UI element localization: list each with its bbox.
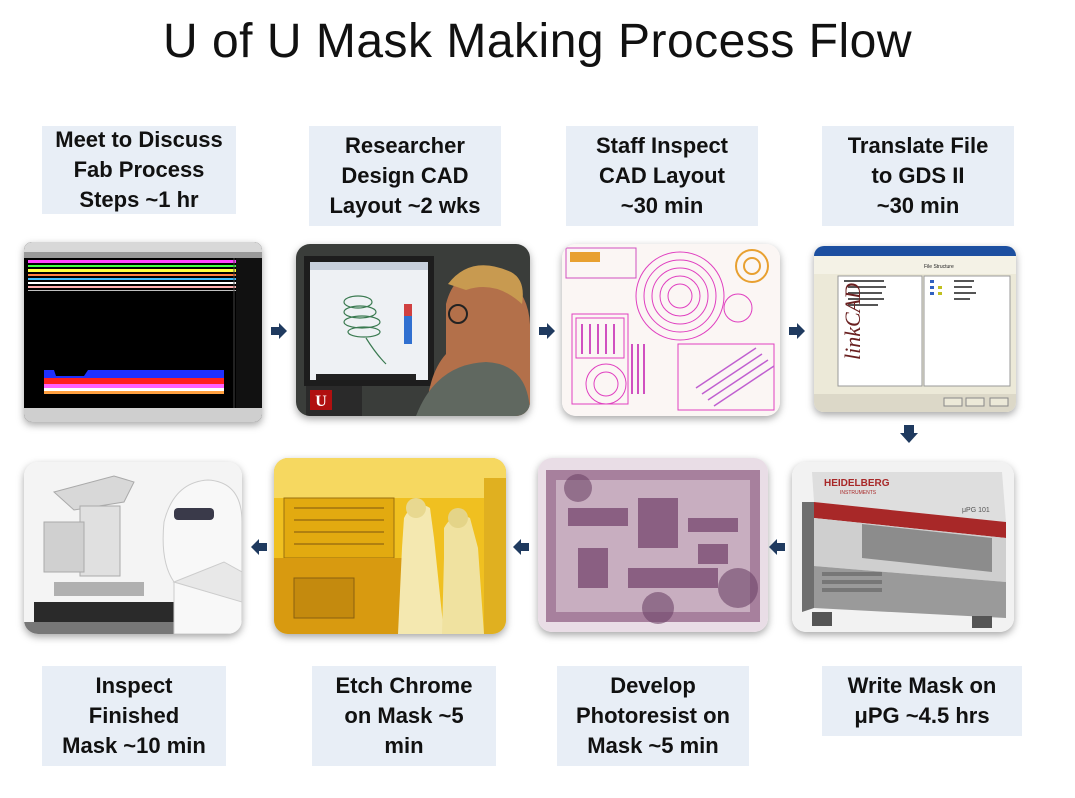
arrow-left-1 xyxy=(768,538,786,556)
page-title: U of U Mask Making Process Flow xyxy=(162,15,913,68)
step-5-label: Write Mask on μPG ~4.5 hrs xyxy=(847,673,997,728)
arrow-right-3 xyxy=(788,322,806,340)
step-3-label: Staff Inspect CAD Layout ~30 min xyxy=(595,133,729,218)
linkcad-software-window: File Structure linkCAD xyxy=(814,246,1016,412)
step-label-design: Researcher Design CAD Layout ~2 wks xyxy=(309,126,501,226)
svg-text:linkCAD: linkCAD xyxy=(840,283,865,360)
arrow-down xyxy=(899,424,919,444)
step-6-label: Develop Photoresist on Mask ~5 min xyxy=(575,673,730,758)
step-label-translate: Translate File to GDS II ~30 min xyxy=(822,126,1014,226)
microscope-inspection-photo xyxy=(24,462,242,634)
arrow-left-3 xyxy=(250,538,268,556)
step-1-label: Meet to Discuss Fab Process Steps ~1 hr xyxy=(55,127,223,212)
step-2-label: Researcher Design CAD Layout ~2 wks xyxy=(329,133,481,218)
developed-photoresist-mask xyxy=(538,458,768,632)
step-label-inspect-finished: Inspect Finished Mask ~10 min xyxy=(42,666,226,766)
arrow-right-2 xyxy=(538,322,556,340)
heidelberg-upg101-machine: HEIDELBERG INSTRUMENTS μPG 101 xyxy=(792,462,1014,632)
step-8-label: Inspect Finished Mask ~10 min xyxy=(62,673,206,758)
step-label-staff-inspect: Staff Inspect CAD Layout ~30 min xyxy=(566,126,758,226)
step-label-meet: Meet to Discuss Fab Process Steps ~1 hr xyxy=(42,126,236,214)
step-label-write: Write Mask on μPG ~4.5 hrs xyxy=(822,666,1022,736)
step-label-develop: Develop Photoresist on Mask ~5 min xyxy=(557,666,749,766)
heidelberg-brand-text: HEIDELBERG xyxy=(824,478,890,489)
svg-text:INSTRUMENTS: INSTRUMENTS xyxy=(840,490,877,496)
cad-layer-stack-screenshot xyxy=(24,242,262,422)
arrow-left-2 xyxy=(512,538,530,556)
svg-text:U: U xyxy=(315,393,327,410)
step-7-label: Etch Chrome on Mask ~5 min xyxy=(335,673,473,758)
step-4-label: Translate File to GDS II ~30 min xyxy=(847,133,989,218)
arrow-right-1 xyxy=(270,322,288,340)
cleanroom-yellow-light-photo xyxy=(274,458,506,634)
step-label-etch: Etch Chrome on Mask ~5 min xyxy=(312,666,496,766)
svg-text:μPG 101: μPG 101 xyxy=(962,507,990,514)
researcher-at-monitor-photo: U xyxy=(296,244,530,416)
linkcad-header-text: File Structure xyxy=(924,264,954,270)
cad-layout-pattern xyxy=(562,244,780,416)
